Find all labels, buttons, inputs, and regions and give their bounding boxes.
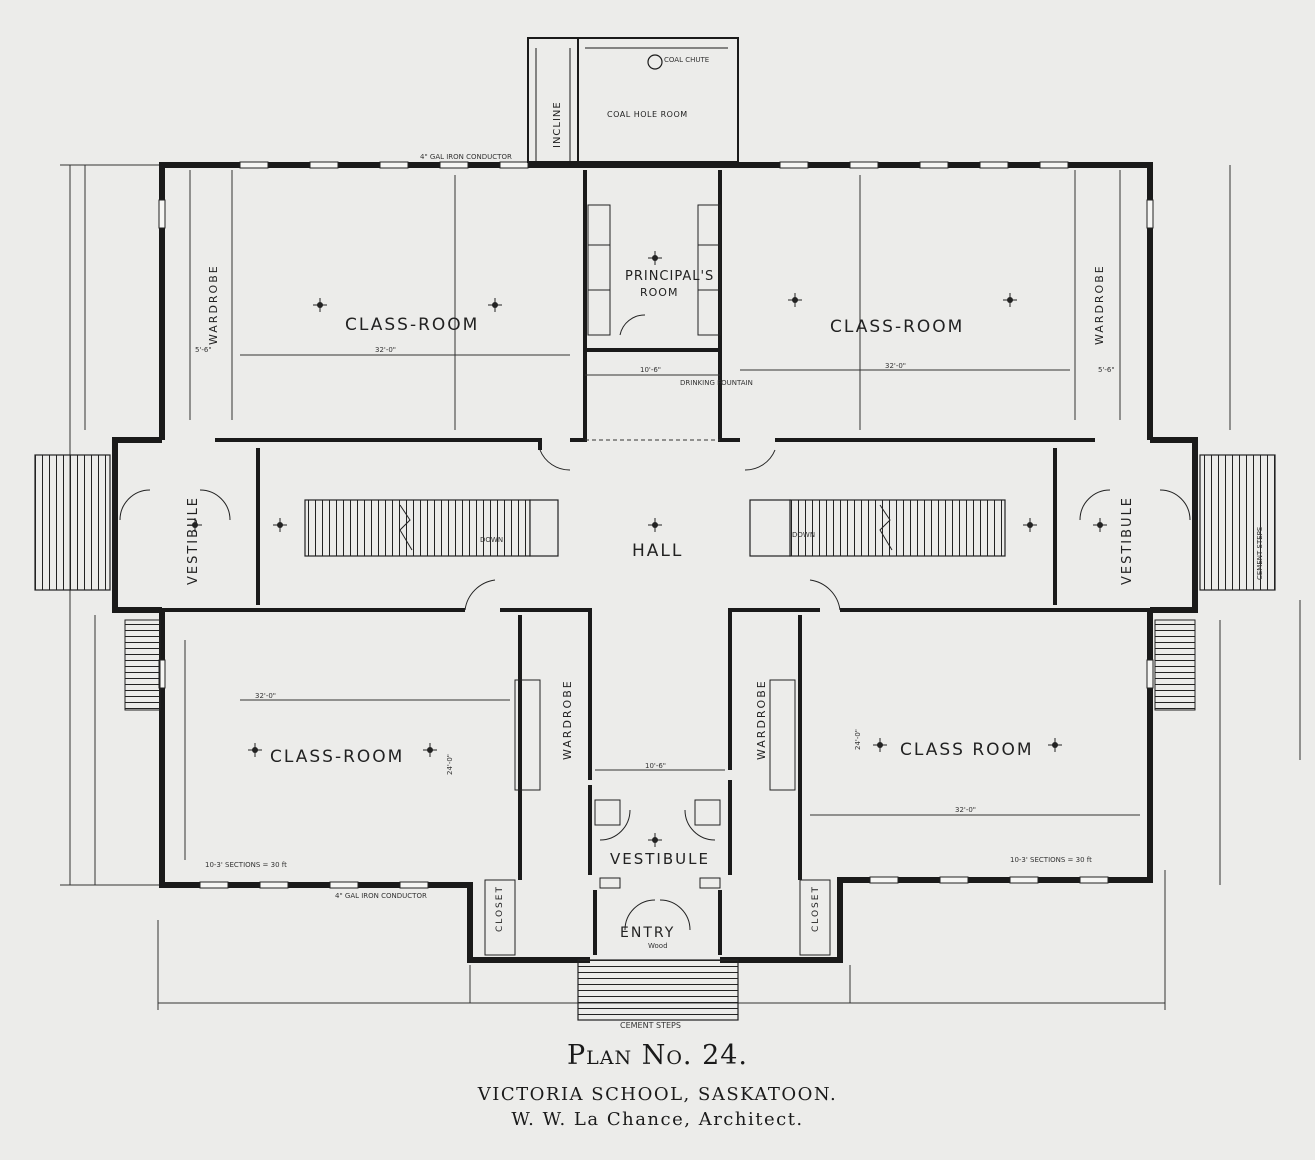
plan-title: Plan No. 24. (566, 1040, 749, 1071)
label-principals-room-2: ROOM (640, 286, 678, 299)
label-vestibule-west: VESTIBULE (186, 496, 201, 585)
label-cement-steps-south: CEMENT STEPS (620, 1021, 681, 1030)
note-iron-conductor-south: 4" GAL IRON CONDUCTOR (335, 892, 427, 900)
dim-32-0-sw: 32'-0" (255, 692, 276, 700)
dim-5-6-east: 5'-6" (1098, 366, 1115, 374)
plan-school-name: VICTORIA SCHOOL, SASKATOON. (477, 1084, 838, 1105)
label-cement-steps-east: CEMENT STEPS (1256, 526, 1264, 580)
dim-10-6-south: 10'-6" (645, 762, 666, 770)
coal-hole-annex (527, 37, 739, 163)
label-stair-down-west: DOWN (480, 536, 503, 544)
south-cabinets (484, 679, 831, 956)
dim-32-0-ne: 32'-0" (885, 362, 906, 370)
label-class-room-sw: CLASS-ROOM (270, 747, 404, 767)
note-sections-sw: 10-3' SECTIONS = 30 ft (205, 861, 287, 869)
label-incline: INCLINE (552, 101, 563, 148)
partition-lines (184, 170, 1140, 860)
label-vestibule-east: VESTIBULE (1120, 496, 1135, 585)
dim-10-6-north: 10'-6" (640, 366, 661, 374)
label-entry: ENTRY (620, 925, 675, 941)
label-wardrobe-ne: WARDROBE (1093, 264, 1106, 345)
dim-24-0-sw: 24'-0" (446, 754, 454, 775)
label-entry-wood: Wood (648, 942, 668, 950)
label-closet-se: CLOSET (811, 885, 821, 932)
label-class-room-se: CLASS ROOM (900, 740, 1034, 760)
dim-5-6-west: 5'-6" (195, 346, 212, 354)
label-principals-room-1: PRINCIPAL'S (625, 269, 714, 284)
windows (158, 161, 1154, 889)
label-closet-sw: CLOSET (495, 885, 505, 932)
label-hall: HALL (632, 541, 683, 561)
label-class-room-ne: CLASS-ROOM (830, 317, 964, 337)
label-stair-down-east: DOWN (792, 531, 815, 539)
label-coal-hole-room: COAL HOLE ROOM (607, 110, 688, 119)
dim-24-0-se: 24'-0" (854, 729, 862, 750)
label-class-room-nw: CLASS-ROOM (345, 315, 479, 335)
plan-architect: W. W. La Chance, Architect. (511, 1109, 804, 1130)
exterior-steps (34, 454, 1276, 1021)
note-sections-se: 10-3' SECTIONS = 30 ft (1010, 856, 1092, 864)
door-swings (119, 314, 1191, 931)
note-iron-conductor-north: 4" GAL IRON CONDUCTOR (420, 153, 512, 161)
label-drinking-fountain: DRINKING FOUNTAIN (680, 379, 753, 387)
hall-stairs (304, 499, 1006, 557)
label-wardrobe-sw: WARDROBE (561, 679, 574, 760)
label-wardrobe-nw: WARDROBE (207, 264, 220, 345)
label-coal-chute: COAL CHUTE (664, 56, 709, 64)
dim-32-0-nw: 32'-0" (375, 346, 396, 354)
label-vestibule-south: VESTIBULE (610, 850, 710, 868)
dim-32-0-se: 32'-0" (955, 806, 976, 814)
exterior-walls (112, 162, 1198, 963)
label-wardrobe-se: WARDROBE (755, 679, 768, 760)
principals-room-cabinets (587, 204, 721, 336)
